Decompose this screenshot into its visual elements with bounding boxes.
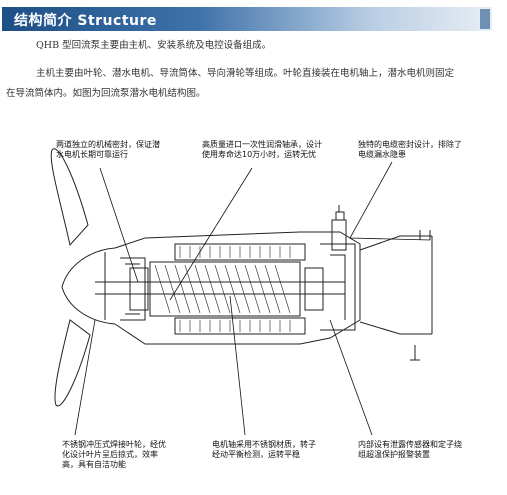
impeller-blade-lower xyxy=(54,319,91,407)
intro-paragraph-1: QHB 型回流泵主要由主机、安装系统及电控设备组成。 xyxy=(36,40,272,51)
callout-leak-sensor: 内部设有泄露传感器和定子绕 组超温保护报警装置 xyxy=(358,440,462,459)
shaft xyxy=(95,281,345,295)
impeller-blade-upper xyxy=(50,148,89,247)
intro-paragraph-2-line-2: 在导流筒体内。如图为回流泵潜水电机结构图。 xyxy=(6,88,206,99)
rotor xyxy=(149,261,301,317)
stator-top xyxy=(174,243,306,261)
callout-bearing: 高质量进口一次性润滑轴承，设计 使用寿命达10万小时，运转无忧 xyxy=(202,140,322,159)
section-header: 结构简介 Structure xyxy=(2,7,492,31)
nose-cone xyxy=(61,247,116,325)
callout-mechanical-seal: 两道独立的机械密封，保证潜 水电机长期可靠运行 xyxy=(56,140,160,159)
cable-gland xyxy=(331,219,347,251)
callout-cable-seal: 独特的电缆密封设计，排除了 电缆漏水隐患 xyxy=(358,140,462,159)
header-end-block xyxy=(480,9,490,29)
callout-impeller: 不锈钢冲压式焊接叶轮，经优 化设计叶片呈后掠式，效率 高，具有自洁功能 xyxy=(62,440,166,469)
callout-motor-shaft: 电机轴采用不锈钢材质，转子 经动平衡检测，运转平稳 xyxy=(212,440,316,459)
motor-housing xyxy=(114,231,361,345)
stator-bottom xyxy=(174,317,306,335)
intro-paragraph-2-line-1: 主机主要由叶轮、潜水电机、导流筒体、导向滑轮等组成。叶轮直接装在电机轴上，潜水电… xyxy=(36,68,455,79)
section-title: 结构简介 Structure xyxy=(14,13,157,29)
